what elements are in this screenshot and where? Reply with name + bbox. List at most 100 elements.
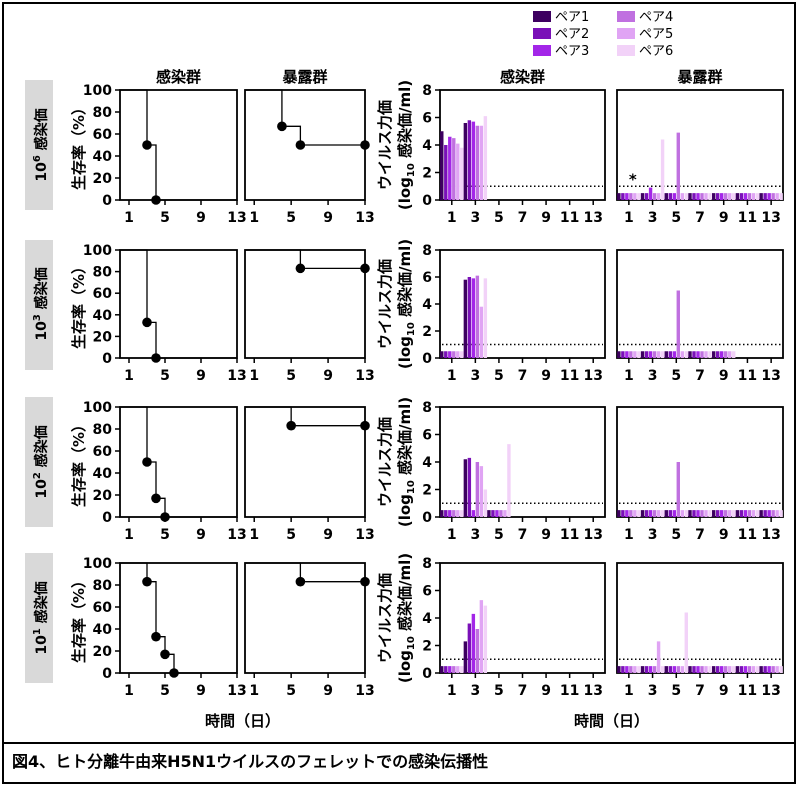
row3-titer-infected-bar-day5-pair4 bbox=[499, 510, 503, 517]
row1-titer-infected-xtick-label: 9 bbox=[541, 210, 551, 226]
row3-titer-exposed-bar-day5-pair3 bbox=[672, 510, 676, 517]
legend-label-pair2: ペア2 bbox=[555, 27, 589, 42]
row2-titer-exposed-bar-day1-pair2 bbox=[621, 351, 625, 358]
row3-titer-infected-bar-day3-pair4 bbox=[475, 462, 480, 517]
row1-survival-infected-xtick-label: 5 bbox=[160, 210, 170, 226]
legend-label-pair4: ペア4 bbox=[639, 10, 673, 25]
row4-titer-exposed-xtick-label: 1 bbox=[624, 683, 634, 699]
row3-survival-infected-survival-curve bbox=[120, 406, 237, 518]
row4-titer-exposed-bar-day5-pair2 bbox=[668, 666, 672, 673]
row2-titer-infected-bar-day1-pair6 bbox=[460, 351, 464, 358]
row1-titer-infected-bar-day3-pair2 bbox=[467, 120, 472, 200]
row1-titer-exposed-bar-day5-pair5 bbox=[680, 193, 684, 200]
row4-titer-exposed-bar-day1-pair2 bbox=[621, 666, 625, 673]
row3-titer-infected-ytick-label: 6 bbox=[422, 428, 432, 444]
survival-ylabel-3: 生存率（%） bbox=[70, 417, 88, 507]
row4-titer-exposed-bar-day3-pair2 bbox=[644, 666, 649, 673]
row4-titer-infected-ytick-label: 2 bbox=[422, 639, 432, 655]
row3-titer-exposed-xtick-label: 1 bbox=[624, 527, 634, 543]
row3-titer-exposed-bar-day11-pair1 bbox=[735, 510, 740, 517]
row2-titer-exposed-bar-day9-pair1 bbox=[712, 351, 716, 358]
row4-survival-exposed-xtick-label: 1 bbox=[249, 683, 259, 699]
row3-titer-exposed-bar-day11-pair2 bbox=[739, 510, 744, 517]
row1-titer-exposed-bar-day5-pair1 bbox=[664, 193, 668, 200]
row2-titer-exposed-frame bbox=[616, 249, 784, 359]
row1-titer-exposed-bar-day9-pair4 bbox=[724, 193, 728, 200]
row4-titer-exposed-bar-day13-pair6 bbox=[779, 666, 783, 673]
row4-survival-infected-ytick-label: 100 bbox=[83, 556, 112, 572]
row4-titer-infected-xtick-label: 1 bbox=[447, 683, 457, 699]
row1-survival-infected-frame bbox=[119, 89, 238, 201]
row4-titer-infected-xtick-label: 3 bbox=[470, 683, 480, 699]
row3-titer-infected-bar-day1-pair1 bbox=[440, 510, 444, 517]
row1-titer-exposed-bar-day1-pair4 bbox=[629, 193, 633, 200]
row3-titer-infected-ytick-label: 0 bbox=[422, 510, 432, 526]
row1-survival-infected-ytick-label: 20 bbox=[93, 171, 113, 187]
row3-titer-exposed-bar-day3-pair5 bbox=[656, 510, 661, 517]
row1-titer-exposed-bar-day13-pair4 bbox=[771, 193, 775, 200]
titer-ylabel-main-2: ウイルス力価 bbox=[376, 259, 394, 349]
row2-survival-infected-ytick-label: 80 bbox=[93, 265, 113, 281]
row2-titer-exposed-bar-day7-pair1 bbox=[688, 351, 692, 358]
row1-survival-infected-ytick-label: 60 bbox=[93, 127, 113, 143]
row2-titer-infected-bar-day3-pair6 bbox=[483, 278, 488, 358]
row2-survival-infected-xtick-label: 5 bbox=[160, 368, 170, 384]
row1-titer-exposed-bar-day7-pair6 bbox=[708, 193, 712, 200]
row1-titer-exposed-frame bbox=[616, 89, 784, 201]
legend-label-pair3: ペア3 bbox=[555, 44, 589, 59]
row1-titer-exposed-bar-day13-pair6 bbox=[779, 193, 783, 200]
row2-titer-infected-ytick-label: 0 bbox=[422, 351, 432, 367]
row3-titer-exposed-bar-day13-pair3 bbox=[767, 510, 771, 517]
row3-titer-exposed-xtick-label: 7 bbox=[695, 527, 705, 543]
row4-survival-infected-xtick-label: 5 bbox=[160, 683, 170, 699]
header-titer-infected: 感染群 bbox=[500, 68, 545, 86]
row2-survival-exposed-survival-marker bbox=[360, 263, 370, 274]
row3-titer-exposed-bar-day9-pair4 bbox=[724, 510, 728, 517]
row4-titer-infected-bar-day1-pair6 bbox=[460, 666, 464, 673]
row2-survival-exposed-xtick-label: 13 bbox=[355, 368, 374, 384]
row4-titer-exposed-bar-day9-pair2 bbox=[716, 666, 720, 673]
row2-titer-exposed-bar-day5-pair1 bbox=[664, 351, 668, 358]
titer-ylabel-main-1: ウイルス力価 bbox=[376, 100, 394, 190]
row3-survival-infected-survival-marker bbox=[142, 457, 152, 467]
row1-titer-exposed-bar-day5-pair2 bbox=[668, 193, 672, 200]
row3-titer-exposed-bar-day9-pair5 bbox=[728, 510, 732, 517]
row1-survival-exposed-xtick-label: 9 bbox=[323, 210, 333, 226]
row3-titer-exposed-bar-day1-pair5 bbox=[633, 510, 637, 517]
row3-titer-exposed-bar-day3-pair1 bbox=[640, 510, 645, 517]
row1-titer-exposed-bar-day13-pair3 bbox=[767, 193, 771, 200]
survival-ylabel-4: 生存率（%） bbox=[70, 573, 88, 663]
row1-titer-exposed-xtick-label: 5 bbox=[671, 210, 681, 226]
row3-titer-exposed-xtick-label: 5 bbox=[671, 527, 681, 543]
row1-titer-infected-ytick-label: 2 bbox=[422, 166, 432, 182]
dose-label-3: 102 感染価 bbox=[32, 425, 50, 498]
row2-titer-exposed-bar-day9-pair2 bbox=[716, 351, 720, 358]
row1-titer-exposed-bar-day11-pair1 bbox=[735, 193, 740, 200]
row3-titer-exposed-bar-day1-pair6 bbox=[637, 510, 641, 517]
titer-ylabel-main-3: ウイルス力価 bbox=[376, 417, 394, 507]
row3-titer-infected-xtick-label: 7 bbox=[518, 527, 528, 543]
row1-titer-exposed-bar-day3-pair5 bbox=[656, 193, 661, 200]
row1-titer-infected-bar-day3-pair4 bbox=[475, 125, 480, 200]
row2-titer-exposed-xtick-label: 13 bbox=[761, 368, 780, 384]
row3-titer-exposed-bar-day9-pair3 bbox=[720, 510, 724, 517]
row4-titer-exposed-bar-day7-pair1 bbox=[688, 666, 692, 673]
row3-titer-infected-xtick-label: 1 bbox=[447, 527, 457, 543]
row1-titer-exposed-bar-day1-pair6 bbox=[637, 193, 641, 200]
row2-survival-exposed-frame bbox=[244, 249, 366, 359]
row4-titer-exposed-bar-day5-pair1 bbox=[664, 666, 668, 673]
row4-titer-infected-bar-day1-pair3 bbox=[448, 666, 452, 673]
row2-titer-exposed-bar-day1-pair5 bbox=[633, 351, 637, 358]
row2-titer-infected-bar-day1-pair2 bbox=[444, 351, 448, 358]
row4-titer-exposed-xtick-label: 3 bbox=[648, 683, 658, 699]
row2-titer-exposed-bar-day7-pair6 bbox=[708, 351, 712, 358]
row3-titer-exposed-xtick-label: 13 bbox=[761, 527, 780, 543]
row1-titer-exposed-bar-day9-pair5 bbox=[728, 193, 732, 200]
row3-titer-exposed-bar-day9-pair2 bbox=[716, 510, 720, 517]
row2-titer-infected-bar-day3-pair3 bbox=[471, 278, 476, 358]
row4-titer-exposed-bar-day7-pair5 bbox=[704, 666, 708, 673]
row3-titer-exposed-bar-day7-pair4 bbox=[700, 510, 704, 517]
row1-titer-exposed-xtick-label: 9 bbox=[719, 210, 729, 226]
